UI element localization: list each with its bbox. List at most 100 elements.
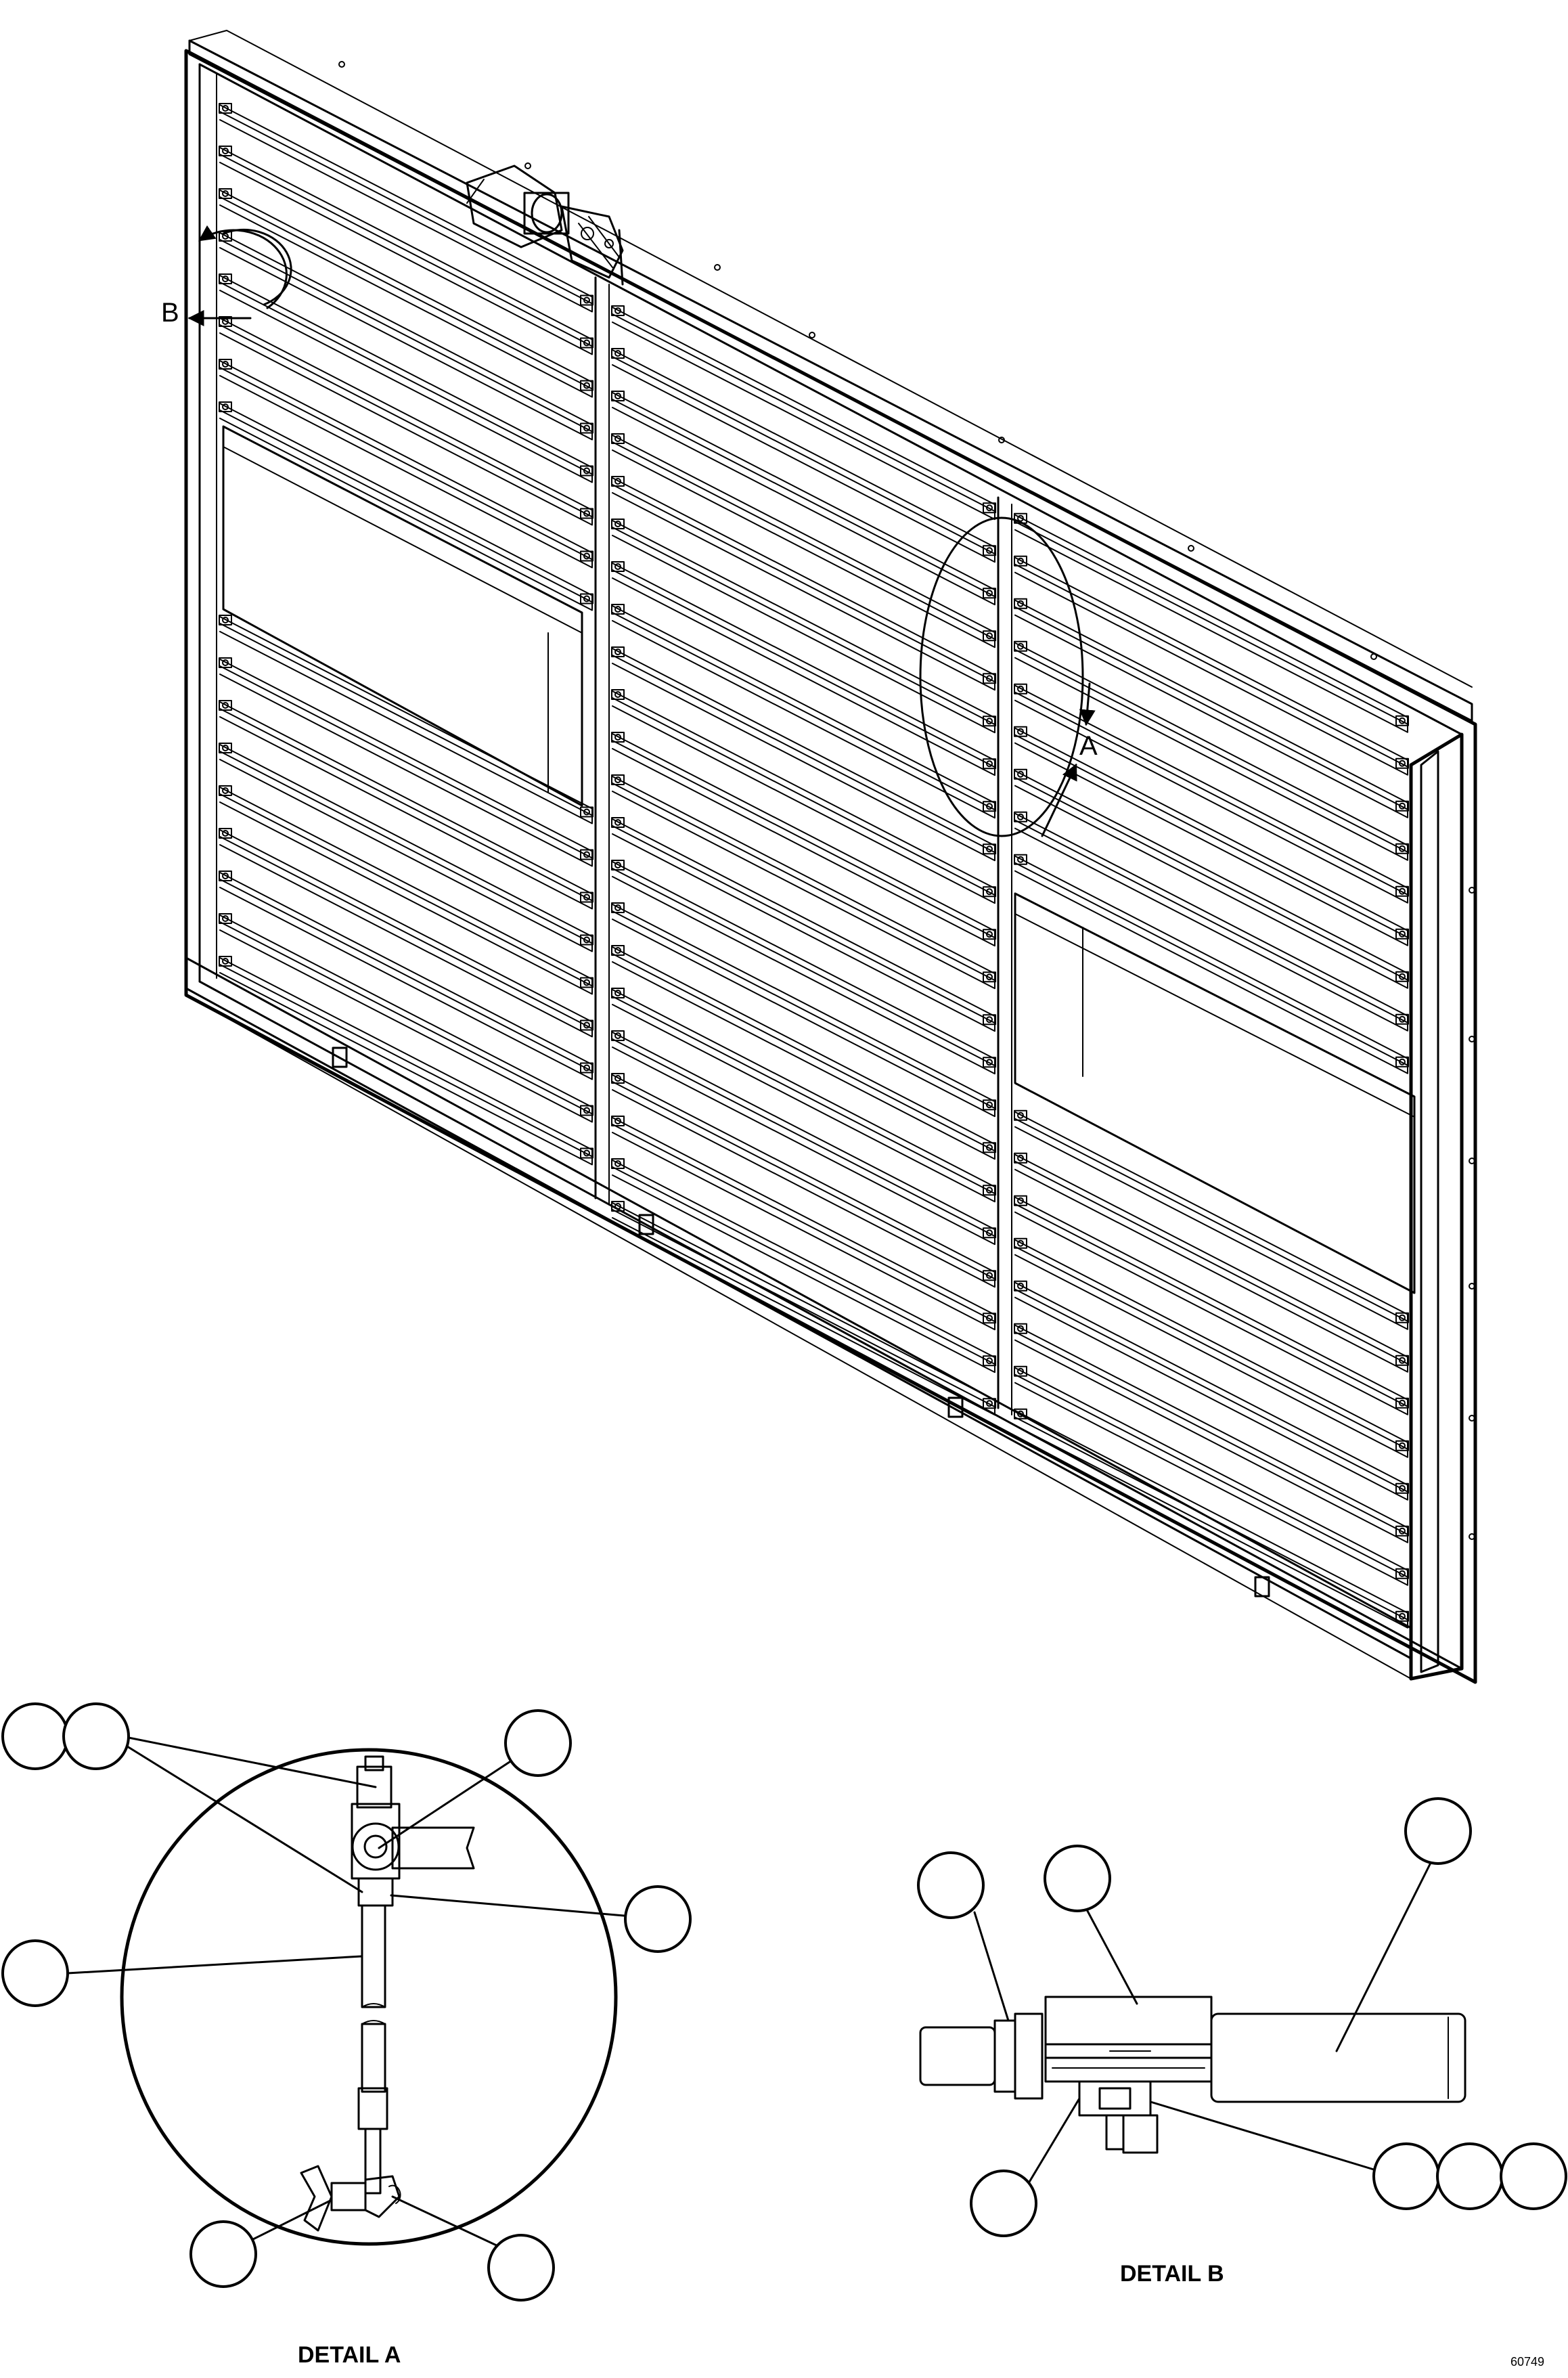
pivot-bracket [1014,640,1027,652]
louver-blade-edge [1014,862,1408,1066]
pivot-bracket [983,1099,996,1111]
louver-blade-edge [1014,1416,1408,1621]
pivot-bracket [1014,1323,1027,1334]
louver-blade-edge [219,921,593,1115]
louver-blade-edge [612,1080,995,1280]
pivot-bracket [983,843,996,855]
pivot-bracket [580,508,593,519]
louver-blade-edge [612,611,995,811]
pivot-bracket [580,593,593,604]
louver-blade-edge [1014,776,1408,981]
louver-blade-edge [612,952,995,1152]
pivot-bracket [1014,768,1027,780]
detail-b-caption: DETAIL B [1120,2261,1224,2287]
louver-blade-edge [219,367,593,560]
pivot-bracket [983,971,996,983]
pivot-bracket [983,1270,996,1281]
pivot-bracket [1014,1408,1027,1419]
pivot-bracket [1395,1440,1409,1451]
pivot-bracket [580,1147,593,1159]
pivot-bracket [580,380,593,391]
pivot-bracket [580,294,593,306]
louver-blade-edge [612,782,995,982]
callout-bubble [624,1885,692,1953]
pivot-bracket [219,273,232,284]
pivot-bracket [1014,1365,1027,1377]
louver-blade-edge [1014,606,1408,810]
pivot-bracket [1014,555,1027,567]
pivot-bracket [219,913,232,924]
index-callout-bubbles [1,1702,1567,2302]
pivot-bracket [611,1072,625,1084]
pivot-bracket [1014,854,1027,865]
pivot-bracket [1395,1013,1409,1025]
callout-bubble [917,1851,985,1919]
damper-actuator [466,164,624,286]
pivot-bracket [611,305,625,316]
pivot-bracket [219,359,232,370]
louver-blade-edge [1014,1118,1408,1322]
pivot-bracket [983,758,996,770]
pivot-bracket [1014,1152,1027,1164]
pivot-bracket [219,103,232,114]
pivot-bracket [611,774,625,785]
louver-blade-edge [219,282,593,475]
louver-blade-edge [612,355,995,555]
louver-blade-edge [612,910,995,1109]
pivot-bracket [580,849,593,860]
louver-blade-edge [1014,648,1408,853]
pivot-bracket [580,422,593,434]
pivot-bracket [1395,1355,1409,1366]
callout-bubble [189,2220,257,2288]
damper-opening-right [1014,892,1416,1294]
leader-lines [66,1735,1436,2249]
louver-blade-edge [612,697,995,896]
callout-bubble [970,2170,1037,2237]
pivot-bracket [611,731,625,743]
pivot-bracket [1014,1237,1027,1249]
pivot-bracket [611,1115,625,1126]
pivot-bracket [611,1200,625,1212]
pivot-bracket [611,518,625,529]
pivot-bracket [1014,683,1027,695]
louver-blade-edge [612,483,995,683]
pivot-bracket [983,630,996,642]
louver-blade-edge [1014,734,1408,938]
pivot-bracket [611,944,625,956]
pivot-bracket [219,657,232,668]
damper-opening-left [222,425,583,807]
louver-blade-edge [219,324,593,518]
louver-blade-edge [1014,521,1408,725]
pivot-bracket [983,715,996,727]
pivot-bracket [1014,726,1027,737]
pivot-bracket [611,390,625,401]
pivot-bracket [1395,928,1409,940]
pivot-bracket [1395,885,1409,897]
pivot-bracket [983,886,996,898]
pivot-bracket [611,816,625,828]
pivot-bracket [219,615,232,625]
pivot-bracket [983,1142,996,1153]
louver-blade-edge [612,1208,995,1408]
pivot-bracket [611,987,625,998]
louver-blade-edge [612,1123,995,1323]
pivot-bracket [1014,598,1027,609]
pivot-bracket [1395,715,1409,726]
detail-a-caption: DETAIL A [298,2342,401,2368]
pivot-bracket [1395,800,1409,812]
louver-blade-edge [219,623,593,816]
pivot-bracket [580,934,593,946]
detail-b-view [919,1996,1466,2154]
bottom-clips [332,1047,1270,1598]
louver-blade-edge [1014,1373,1408,1578]
pivot-bracket [983,1313,996,1324]
pivot-bracket [580,550,593,562]
louver-blade-edge [1014,691,1408,896]
louver-blade-edge [219,964,593,1158]
pivot-bracket [611,1030,625,1041]
pivot-bracket [580,337,593,349]
pivot-bracket [983,1185,996,1196]
blade-pivot-brackets [219,103,1409,1622]
pivot-bracket [580,465,593,477]
